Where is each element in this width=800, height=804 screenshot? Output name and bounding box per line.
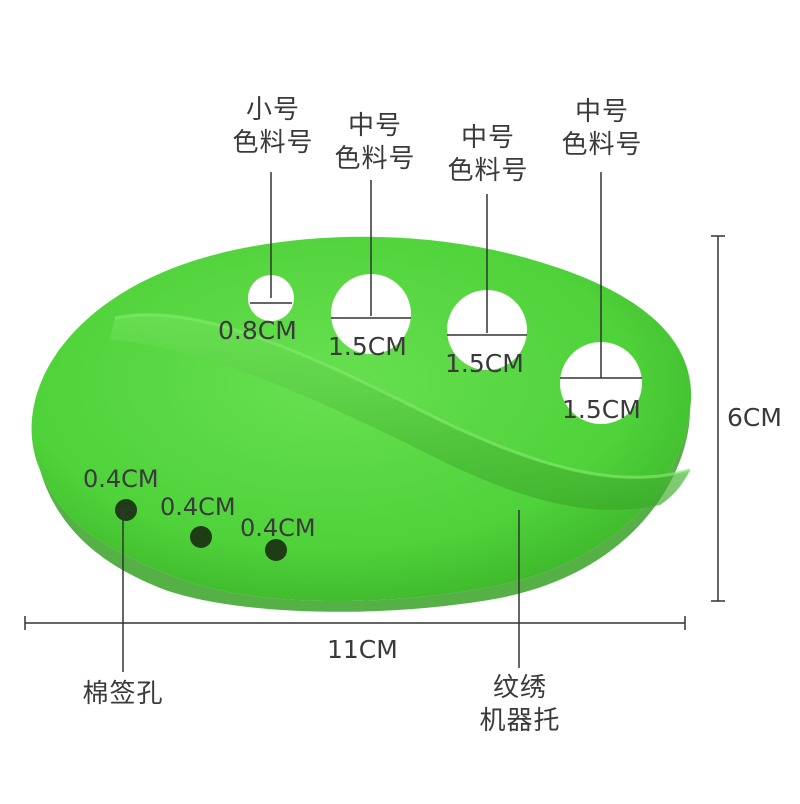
swab-2-size: 0.4CM (160, 493, 236, 521)
label-mid3-bottom: 色料号 (561, 129, 643, 160)
hole-small-size: 0.8CM (218, 316, 297, 345)
hole-mid-3 (560, 342, 642, 424)
label-small-size: 小号 色料号 (228, 94, 318, 159)
swab-hole-3 (265, 539, 287, 561)
swab-hole-2 (190, 526, 212, 548)
holder-ridge-highlight (114, 313, 691, 479)
label-mid1-top: 中号 (347, 111, 402, 141)
height-label: 6CM (727, 403, 782, 432)
label-mid-size-2: 中号 色料号 (443, 122, 533, 187)
holder-label: 纹绣 机器托 (465, 672, 575, 737)
holder-label-top: 纹绣 (492, 673, 547, 703)
label-mid2-top: 中号 (460, 123, 515, 153)
label-mid-size-1: 中号 色料号 (330, 110, 420, 175)
width-label: 11CM (327, 635, 398, 664)
label-small-top: 小号 (245, 95, 300, 125)
hole-mid2-size: 1.5CM (445, 349, 524, 378)
swab-3-size: 0.4CM (240, 514, 316, 542)
label-mid-size-3: 中号 色料号 (557, 96, 647, 161)
label-small-bottom: 色料号 (232, 127, 314, 158)
label-mid2-bottom: 色料号 (447, 155, 529, 186)
swab-1-size: 0.4CM (83, 465, 159, 493)
label-mid3-top: 中号 (574, 97, 629, 127)
swab-hole-label: 棉签孔 (82, 679, 164, 709)
holder-label-bottom: 机器托 (479, 705, 561, 736)
hole-mid3-size: 1.5CM (562, 395, 641, 424)
hole-mid1-size: 1.5CM (328, 332, 407, 361)
label-mid1-bottom: 色料号 (334, 143, 416, 174)
holder-ridge (110, 314, 690, 510)
